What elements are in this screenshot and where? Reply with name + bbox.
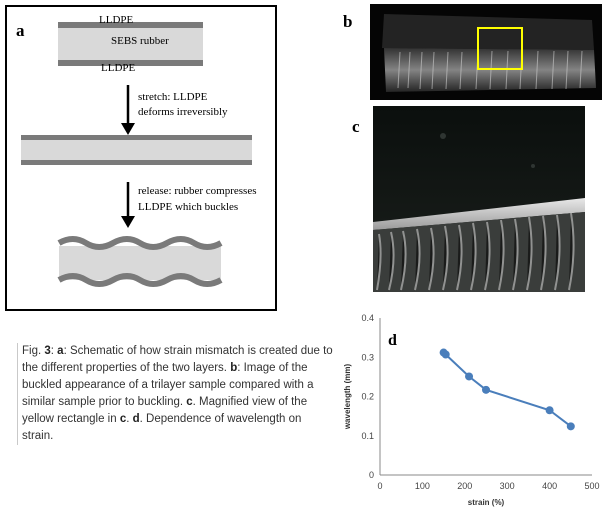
release-arrow xyxy=(121,182,135,228)
caption-d-text: . Dependence of wavelength on strain. xyxy=(22,413,302,442)
stretch-step-line2: deforms irreversibly xyxy=(138,106,228,118)
caption-c2-letter: c xyxy=(119,413,127,425)
buckled-sample-photo xyxy=(370,4,602,100)
buckled-sample-image xyxy=(370,4,602,100)
data-point xyxy=(482,385,490,394)
caption-fig-label: Fig. xyxy=(22,345,45,357)
magnified-view-image xyxy=(373,106,585,292)
x-tick-label: 100 xyxy=(415,481,430,491)
trilayer-stretched xyxy=(21,135,252,165)
top-layer-label: LLDPE xyxy=(99,14,134,26)
panel-d-letter: d xyxy=(388,332,397,349)
x-tick-label: 200 xyxy=(457,481,472,491)
magnified-view-photo xyxy=(373,106,585,292)
release-step-line1: release: rubber compresses xyxy=(138,185,257,197)
chart-svg: d 0 100 200 300 400 500 0 0.1 0.2 0.3 0.4 strain … xyxy=(343,313,600,507)
data-point xyxy=(465,372,474,381)
middle-layer-label: SEBS rubber xyxy=(111,35,169,47)
x-tick-label: 500 xyxy=(584,481,599,491)
trilayer-before-stretch xyxy=(58,22,203,66)
data-point xyxy=(566,422,575,431)
data-point xyxy=(545,406,554,415)
y-axis-title: wavelength (mm) xyxy=(343,363,352,430)
y-tick-label: 0.1 xyxy=(361,431,374,441)
y-tick-label: 0.4 xyxy=(361,313,374,323)
figure-caption: Fig. 3: a: Schematic of how strain misma… xyxy=(17,343,334,445)
caption-a-text: : Schematic of how strain mismatch is cr… xyxy=(22,345,333,374)
x-tick-labels: 0 100 200 300 400 500 xyxy=(377,481,599,491)
bottom-lldpe-layer xyxy=(58,60,203,66)
top-lldpe-layer xyxy=(58,22,203,28)
caption-b-letter: b xyxy=(230,362,238,374)
series-points xyxy=(439,348,575,431)
data-point xyxy=(441,350,450,359)
bottom-layer-label: LLDPE xyxy=(101,62,136,74)
caption-c-letter: c xyxy=(186,396,193,408)
x-tick-label: 400 xyxy=(542,481,557,491)
wavelength-strain-chart: d 0 100 200 300 400 500 0 0.1 0.2 0.3 0.4 strain … xyxy=(328,308,604,514)
caption-mid-text: . xyxy=(126,413,133,425)
y-tick-label: 0.3 xyxy=(361,352,374,362)
series-line xyxy=(442,351,572,428)
release-step-line2: LLDPE which buckles xyxy=(138,201,239,213)
panel-a-letter: a xyxy=(16,21,25,40)
caption-a-letter: a xyxy=(57,345,64,357)
caption-c-text: . Magnified view of the yellow rectangle… xyxy=(22,396,308,425)
sebs-rubber-layer xyxy=(58,28,203,60)
stretch-arrow xyxy=(121,85,135,135)
panel-b-letter: b xyxy=(343,12,353,31)
caption-a-separator: : xyxy=(50,345,58,357)
y-tick-label: 0 xyxy=(369,470,374,480)
y-tick-labels: 0 0.1 0.2 0.3 0.4 xyxy=(361,313,374,480)
caption-d-letter: d xyxy=(132,413,140,425)
caption-fig-number: 3 xyxy=(44,345,51,357)
x-tick-label: 300 xyxy=(500,481,515,491)
schematic-panel: a LLDPE SEBS rubber xyxy=(5,5,277,311)
schematic-drawing xyxy=(21,22,252,287)
stretch-step-line1: stretch: LLDPE xyxy=(138,91,208,103)
caption-b-text: : Image of the buckled appearance of a t… xyxy=(22,362,314,408)
x-tick-label: 0 xyxy=(377,481,382,491)
y-tick-label: 0.2 xyxy=(361,392,374,402)
panel-c-letter: c xyxy=(352,117,360,136)
x-axis-title: strain (%) xyxy=(468,498,505,507)
yellow-highlight-box xyxy=(477,27,523,70)
trilayer-buckled xyxy=(57,236,223,287)
